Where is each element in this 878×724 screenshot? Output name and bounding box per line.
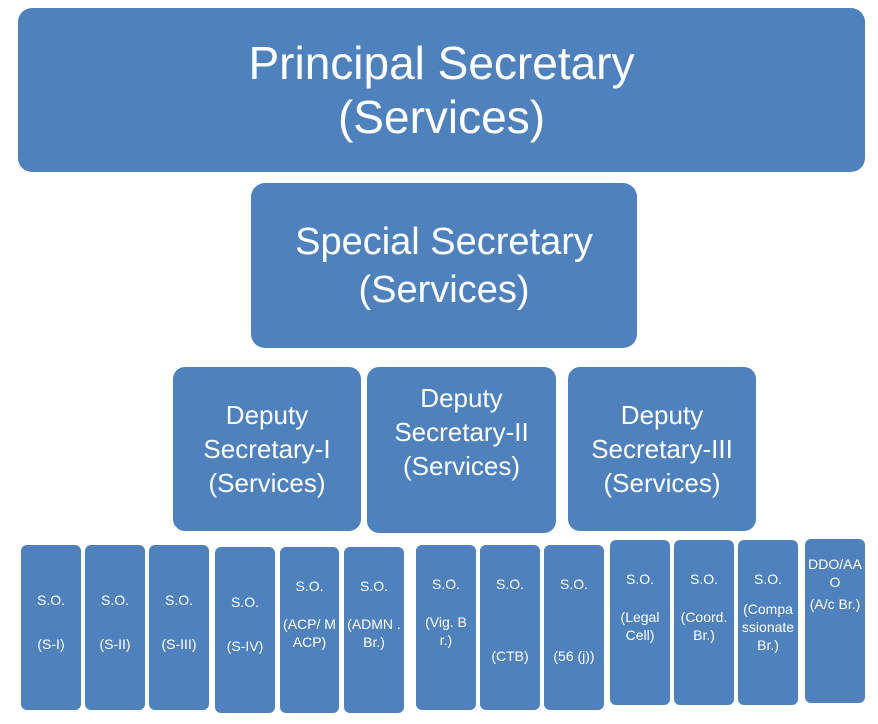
office-title: S.O. bbox=[559, 576, 588, 592]
special-secretary-dept: (Services) bbox=[358, 268, 530, 311]
special-secretary-box: Special Secretary (Services) bbox=[251, 183, 637, 348]
office-title: S.O. bbox=[295, 578, 324, 594]
office-branch: (Compassionate Br.) bbox=[741, 601, 795, 653]
office-branch: (ADMN . Br.) bbox=[347, 616, 401, 650]
office-title: S.O. bbox=[36, 592, 65, 608]
office-branch: (S-I) bbox=[37, 636, 65, 652]
special-secretary-title: Special Secretary bbox=[295, 220, 593, 263]
office-branch: (A/c Br.) bbox=[809, 596, 861, 612]
section-officer-box: S.O. (ACP/ MACP) bbox=[280, 547, 339, 713]
office-title: S.O. bbox=[100, 592, 129, 608]
section-officer-box: S.O. (56 (j)) bbox=[544, 545, 604, 710]
section-officer-box: S.O. (S-II) bbox=[85, 545, 145, 710]
deputy-title: Secretary-III bbox=[591, 434, 733, 464]
deputy-dept: (Services) bbox=[402, 451, 520, 481]
office-title: S.O. bbox=[431, 576, 460, 592]
office-branch: (ACP/ MACP) bbox=[283, 616, 336, 650]
office-title: S.O. bbox=[495, 576, 524, 592]
deputy-secretary-3-box: Deputy Secretary-III (Services) bbox=[568, 367, 756, 531]
deputy-label: Deputy bbox=[420, 383, 503, 413]
deputy-title: Secretary-I bbox=[203, 434, 331, 464]
office-branch: (56 (j)) bbox=[553, 648, 595, 664]
office-branch: (Vig. Br.) bbox=[425, 614, 467, 648]
ddo-aao-box: DDO/AAO (A/c Br.) bbox=[805, 539, 865, 703]
deputy-dept: (Services) bbox=[603, 468, 721, 498]
deputy-label: Deputy bbox=[620, 400, 704, 430]
deputy-dept: (Services) bbox=[208, 468, 326, 498]
office-branch: (CTB) bbox=[491, 648, 529, 664]
office-branch: (Coord. Br.) bbox=[680, 609, 728, 643]
office-title: S.O. bbox=[230, 594, 259, 610]
office-title: S.O. bbox=[753, 571, 782, 587]
section-officer-box: S.O. (CTB) bbox=[480, 545, 540, 710]
office-title: S.O. bbox=[164, 592, 193, 608]
section-officer-box: S.O. (S-III) bbox=[149, 545, 209, 710]
office-title: S.O. bbox=[359, 578, 388, 594]
office-title: S.O. bbox=[625, 571, 654, 587]
office-branch: (S-II) bbox=[99, 636, 131, 652]
section-officer-box: S.O. (Compassionate Br.) bbox=[738, 540, 798, 705]
deputy-secretary-2-box: Deputy Secretary-II (Services) bbox=[367, 367, 556, 533]
deputy-title: Secretary-II bbox=[394, 417, 529, 447]
deputy-label: Deputy bbox=[225, 400, 309, 430]
section-officer-box: S.O. (Legal Cell) bbox=[610, 540, 670, 705]
section-officer-box: S.O. (Vig. Br.) bbox=[416, 545, 476, 710]
office-branch: (Legal Cell) bbox=[620, 609, 660, 643]
principal-secretary-title: Principal Secretary bbox=[248, 37, 635, 89]
section-officer-box: S.O. (S-I) bbox=[21, 545, 81, 710]
section-officer-box: S.O. (Coord. Br.) bbox=[674, 540, 734, 705]
office-title: S.O. bbox=[689, 571, 718, 587]
office-branch: (S-III) bbox=[161, 636, 197, 652]
principal-secretary-dept: (Services) bbox=[337, 91, 546, 143]
section-officer-box: S.O. (S-IV) bbox=[215, 547, 275, 713]
office-branch: (S-IV) bbox=[226, 638, 264, 654]
principal-secretary-box: Principal Secretary (Services) bbox=[18, 8, 865, 172]
section-officer-box: S.O. (ADMN . Br.) bbox=[344, 547, 404, 713]
deputy-secretary-1-box: Deputy Secretary-I (Services) bbox=[173, 367, 361, 531]
office-title: DDO/AAO bbox=[808, 556, 862, 590]
